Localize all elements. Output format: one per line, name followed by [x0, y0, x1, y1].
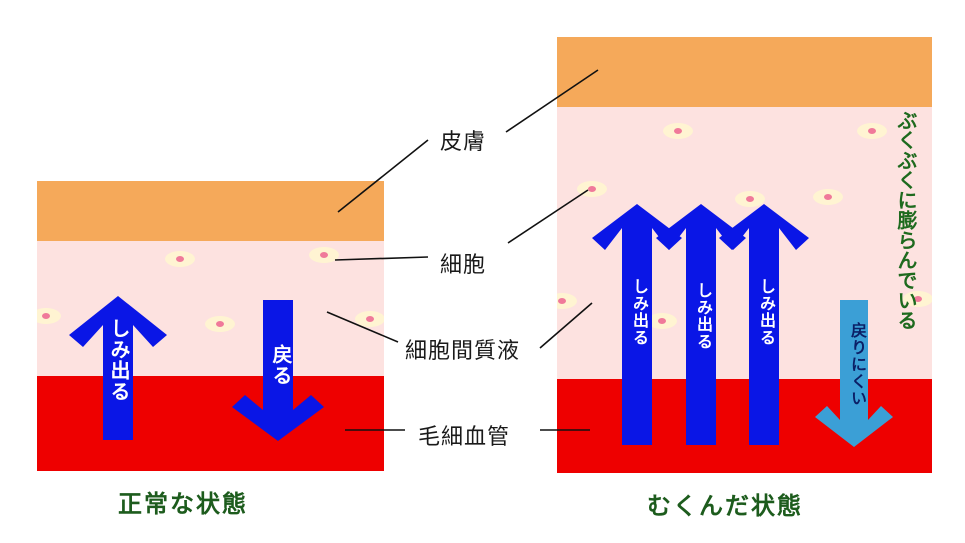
return-label: 戻る [269, 344, 293, 386]
seep-out-arrow [592, 204, 682, 445]
swollen-state-panel [557, 37, 932, 473]
leader-line-cell-left [334, 256, 429, 261]
cell [309, 247, 339, 263]
interstitial-layer [557, 107, 932, 379]
cell [735, 191, 765, 207]
swollen-state-caption: むくんだ状態 [647, 492, 803, 520]
cell [355, 311, 384, 327]
normal-state-caption: 正常な状態 [118, 490, 248, 518]
leader-line-interstitial-right [539, 302, 593, 349]
label-cell: 細胞 [440, 253, 487, 278]
capillary-layer [37, 376, 384, 471]
cell [813, 189, 843, 205]
label-capillary: 毛細血管 [418, 425, 511, 450]
label-interstitial-fluid: 細胞間質液 [405, 339, 521, 364]
seep-out-label: しみ出る [694, 282, 713, 350]
skin-layer [557, 37, 932, 107]
seep-out-arrow [69, 296, 167, 440]
normal-state-panel [37, 181, 384, 471]
cell [857, 123, 887, 139]
skin-layer [37, 181, 384, 241]
seep-out-label: しみ出る [630, 278, 649, 346]
cell [557, 293, 577, 309]
swelling-note: ぶくぶくに膨らんでいる [894, 110, 918, 330]
seep-out-label: しみ出る [757, 278, 776, 346]
seep-out-arrow [719, 204, 809, 445]
leader-line-skin-left [337, 139, 429, 213]
leader-line-skin-right [505, 69, 599, 133]
cell [647, 313, 677, 329]
cell [903, 291, 932, 307]
cell [205, 316, 235, 332]
leader-line-cell-right [507, 189, 589, 244]
label-skin: 皮膚 [440, 130, 487, 155]
hard-to-return-label: 戻りにくい [848, 322, 867, 407]
leader-line-interstitial-left [326, 311, 399, 343]
cell [663, 123, 693, 139]
return-arrow [232, 300, 324, 441]
seep-out-label: しみ出る [107, 318, 131, 402]
cell [37, 308, 61, 324]
cell [165, 251, 195, 267]
hard-to-return-arrow [815, 300, 893, 447]
interstitial-layer [37, 241, 384, 376]
seep-out-arrow [656, 204, 746, 445]
